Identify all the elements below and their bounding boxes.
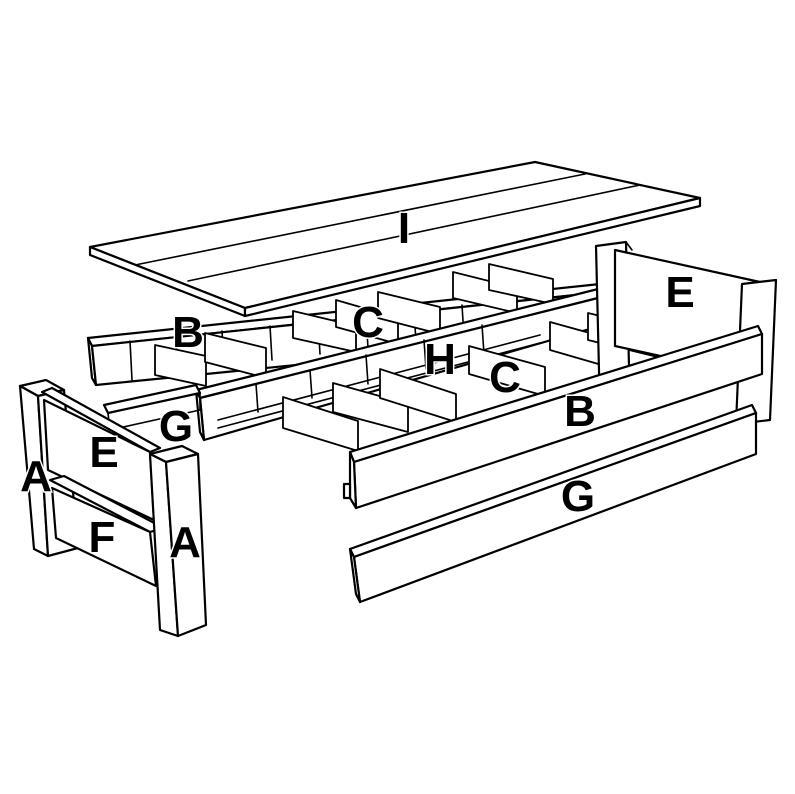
label-front-rail: B <box>564 387 596 436</box>
label-front-spacer: C <box>489 353 521 402</box>
back-spacer <box>154 263 554 387</box>
label-center-rail: H <box>424 335 456 384</box>
top-slats <box>88 160 702 318</box>
part-labels: I B C H C B E G E A F A G <box>19 203 697 569</box>
left-end-panel <box>40 386 162 522</box>
label-left-front-leg: A <box>169 518 201 567</box>
label-left-lower-panel: F <box>89 513 116 562</box>
label-left-stretcher: G <box>159 402 193 451</box>
label-back-spacer: C <box>352 298 384 347</box>
front-rail <box>342 324 764 510</box>
label-front-stretcher: G <box>561 472 595 521</box>
left-front-leg <box>148 444 208 638</box>
front-stretcher <box>348 403 758 604</box>
label-left-end-panel: E <box>89 428 118 477</box>
label-back-rail: B <box>172 308 204 357</box>
label-right-end-panel: E <box>665 268 694 317</box>
label-left-back-leg: A <box>20 452 52 501</box>
label-top-slats: I <box>398 204 410 253</box>
